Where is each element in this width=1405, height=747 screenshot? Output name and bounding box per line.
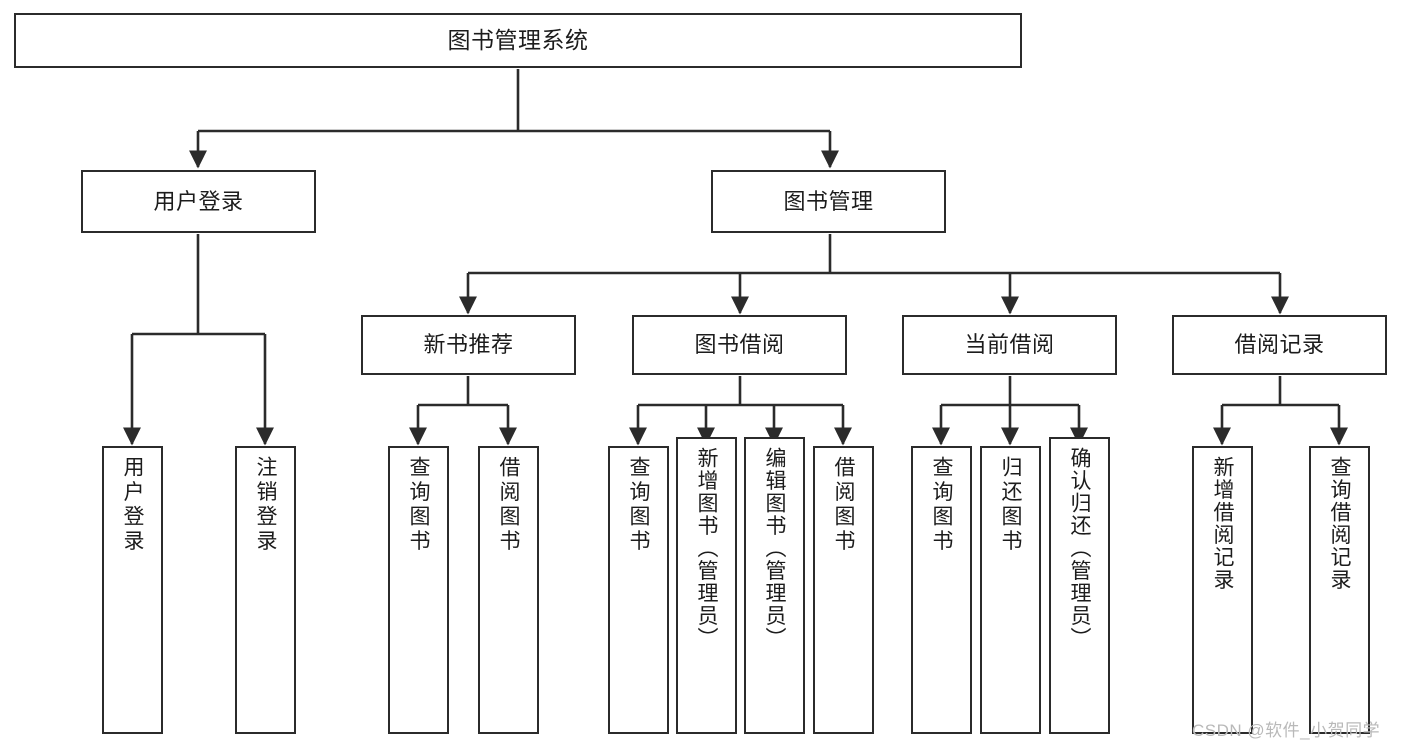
node-label: 查询图书 (930, 456, 953, 554)
node-borrowing-record[interactable]: 借阅记录 (1172, 315, 1387, 375)
node-label: 借阅图书 (832, 456, 855, 554)
leaf-return-books[interactable]: 归还图书 (980, 446, 1041, 734)
node-book-borrowing[interactable]: 图书借阅 (632, 315, 847, 375)
leaf-query-books-current[interactable]: 查询图书 (911, 446, 972, 734)
node-label: 用户登录 (153, 188, 244, 214)
node-label: 图书管理 (783, 188, 874, 214)
node-label: 新书推荐 (423, 332, 514, 358)
csdn-watermark: CSDN @软件_小贺同学 (1192, 721, 1381, 740)
node-label: 编辑图书（管理员） (763, 447, 786, 650)
node-label: 用户登录 (121, 456, 144, 554)
leaf-borrow-books-recommend[interactable]: 借阅图书 (478, 446, 539, 734)
node-label: 当前借阅 (964, 332, 1055, 358)
node-root-book-management-system[interactable]: 图书管理系统 (14, 13, 1022, 68)
leaf-confirm-return-admin[interactable]: 确认归还（管理员） (1049, 437, 1110, 734)
node-label: 借阅记录 (1234, 332, 1325, 358)
node-label: 注销登录 (254, 456, 277, 554)
node-new-book-recommendation[interactable]: 新书推荐 (361, 315, 576, 375)
leaf-add-borrow-record[interactable]: 新增借阅记录 (1192, 446, 1253, 734)
node-book-management[interactable]: 图书管理 (711, 170, 946, 233)
node-label: 借阅图书 (497, 456, 520, 554)
node-label: 确认归还（管理员） (1068, 447, 1091, 650)
node-label: 查询图书 (627, 456, 650, 554)
node-label: 新增图书（管理员） (695, 447, 718, 650)
leaf-query-borrow-record[interactable]: 查询借阅记录 (1309, 446, 1370, 734)
node-label: 查询图书 (407, 456, 430, 554)
leaf-edit-book-admin[interactable]: 编辑图书（管理员） (744, 437, 805, 734)
leaf-user-login[interactable]: 用户登录 (102, 446, 163, 734)
leaf-query-books-borrow[interactable]: 查询图书 (608, 446, 669, 734)
node-current-borrowing[interactable]: 当前借阅 (902, 315, 1117, 375)
leaf-query-books-recommend[interactable]: 查询图书 (388, 446, 449, 734)
node-label: 查询借阅记录 (1328, 456, 1351, 591)
node-label: 图书管理系统 (447, 26, 589, 53)
leaf-borrow-books[interactable]: 借阅图书 (813, 446, 874, 734)
node-user-login[interactable]: 用户登录 (81, 170, 316, 233)
node-label: 归还图书 (999, 456, 1022, 554)
node-label: 新增借阅记录 (1211, 456, 1234, 591)
node-label: 图书借阅 (694, 332, 785, 358)
leaf-logout[interactable]: 注销登录 (235, 446, 296, 734)
leaf-add-book-admin[interactable]: 新增图书（管理员） (676, 437, 737, 734)
